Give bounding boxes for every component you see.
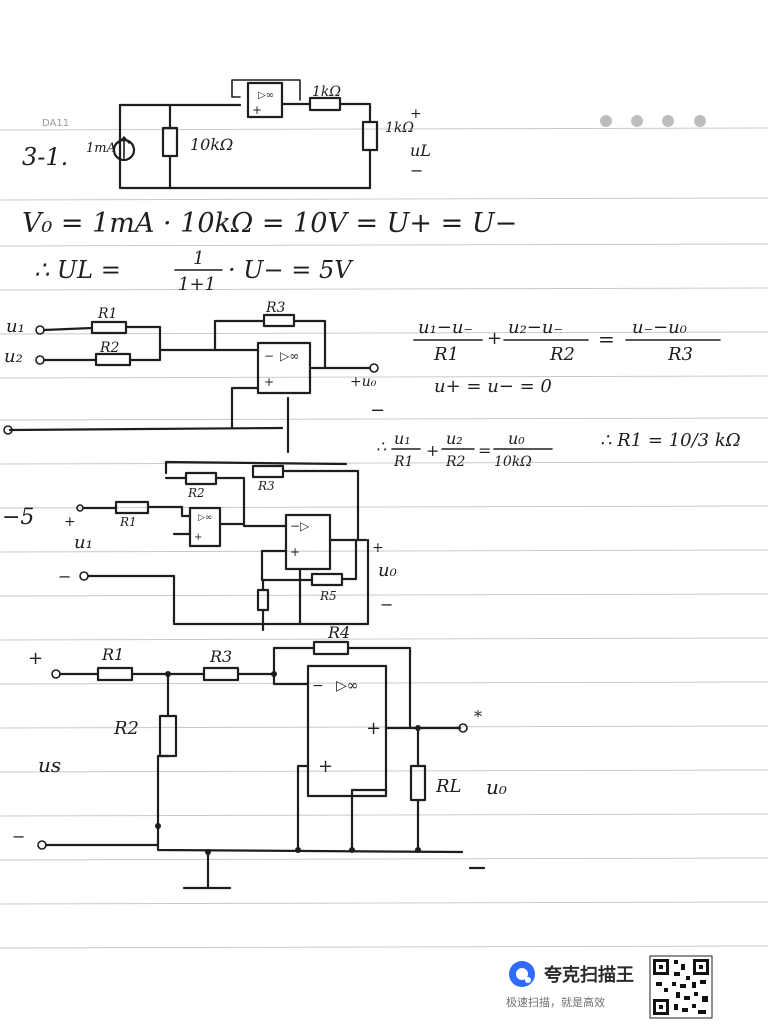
ruled-lines: [0, 127, 768, 949]
problem-1-equations: V₀ = 1mA · 10kΩ = 10V = U+ = U− ∴ UL = 1…: [22, 208, 517, 295]
r1-result: ∴ R1 = 10/3 kΩ: [600, 430, 741, 451]
r3-label: R3: [209, 647, 232, 666]
app-slogan: 极速扫描，就是高效: [506, 995, 605, 1009]
eq-term-2-den: R2: [549, 344, 575, 365]
output-star: *: [474, 707, 482, 726]
input-u1-label: u₁: [74, 532, 93, 553]
output-plus: +: [366, 718, 381, 739]
load-resistor-label: 1kΩ: [385, 120, 414, 136]
simplified-3-num: u₀: [508, 429, 525, 448]
input-minus5-label: −5: [2, 505, 34, 530]
r1-label: R1: [101, 645, 124, 664]
load-plus: +: [410, 106, 422, 122]
r3-label: R3: [265, 300, 286, 316]
svg-text:−: −: [264, 349, 274, 363]
input-minus: −: [12, 827, 25, 846]
r4-label: R4: [327, 623, 350, 642]
problem-2-circuit: u₁ u₂ R1 R2 R3 ▷∞ − + +u₀ −: [3, 300, 385, 454]
current-source-label: 1mA: [86, 141, 116, 156]
eq-term-1-num: u₁−u₋: [418, 317, 473, 338]
input-plus: +: [64, 514, 76, 530]
virtual-ground-eq: u+ = u− = 0: [434, 376, 552, 397]
input-u2-label: u₂: [4, 346, 23, 367]
quark-logo-icon: [509, 961, 535, 987]
ground-minus: −: [370, 400, 385, 421]
problem-1-circuit: 3-1. 1mA 10kΩ ▷∞ + 1kΩ 1kΩ + uL −: [22, 79, 431, 190]
opamp-1-symbol: ▷∞: [198, 513, 212, 523]
eq-term-2-num: u₂−u₋: [508, 317, 563, 338]
output-plus: +: [372, 540, 384, 556]
app-name: 夸克扫描王: [544, 964, 634, 986]
output-label: +u₀: [350, 374, 377, 390]
rl-label: RL: [435, 776, 462, 797]
scanner-watermark: 夸克扫描王 极速扫描，就是高效: [506, 955, 713, 1019]
eq-term-3-den: R3: [667, 344, 693, 365]
svg-text:=: =: [478, 441, 491, 460]
opamp-symbol: ▷∞: [336, 678, 358, 694]
svg-text:−: −: [290, 519, 300, 533]
problem-4-circuit: + − us R1 R3 R2 R4 ▷∞ − + + * RL: [12, 623, 507, 890]
r2-label: R2: [187, 486, 205, 500]
eq-term-1-den: R1: [433, 344, 459, 365]
opamp-1-symbol: ▷∞: [258, 90, 274, 101]
output-minus: −: [380, 595, 393, 614]
simplified-1-den: R1: [393, 454, 413, 470]
equation-2-frac-num: 1: [193, 248, 204, 269]
input-u1-label: u₁: [6, 316, 25, 337]
svg-text:+: +: [194, 532, 202, 543]
equation-2-frac-den: 1+1: [178, 274, 216, 295]
r1-label: R1: [119, 515, 137, 529]
opamp-2-symbol: ▷∞: [280, 349, 299, 363]
binder-holes: [600, 115, 706, 127]
problem-2-equations: u₁−u₋ R1 + u₂−u₋ R2 = u₋−u₀ R3 u+ = u− =…: [376, 317, 741, 470]
problem-3-circuit: −5 + u₁ − R1 ▷∞ + R2 R3 ▷ − + R5: [2, 460, 397, 632]
r2-label: R2: [113, 718, 139, 739]
opamp-plus: +: [318, 756, 333, 777]
source-label: us: [38, 753, 61, 777]
simplified-2-num: u₂: [446, 429, 463, 448]
minus-terminal: −: [58, 567, 71, 586]
input-plus: +: [28, 648, 43, 669]
svg-text:+: +: [426, 441, 439, 460]
output-label: u₀: [378, 560, 397, 581]
equation-1: V₀ = 1mA · 10kΩ = 10V = U+ = U−: [22, 208, 517, 239]
load-voltage-label: uL: [410, 141, 431, 160]
problem-number: 3-1.: [22, 143, 68, 171]
equation-2-lhs: ∴ UL =: [34, 256, 121, 284]
opamp-2-symbol: ▷: [300, 519, 310, 533]
svg-text:+: +: [264, 375, 274, 389]
r1-label: R1: [97, 306, 117, 322]
eq-term-3-num: u₋−u₀: [632, 317, 687, 338]
header-code: DA11: [42, 118, 69, 129]
opamp-minus: −: [312, 678, 324, 694]
qr-code-icon: [649, 955, 713, 1019]
shunt-resistor-label: 10kΩ: [190, 135, 233, 154]
svg-text:+: +: [290, 545, 300, 559]
load-minus: −: [410, 161, 423, 180]
simplified-2-den: R2: [445, 454, 466, 470]
simplified-1-num: u₁: [394, 429, 411, 448]
svg-text:+: +: [252, 103, 262, 117]
r2-label: R2: [99, 340, 120, 356]
equation-2-rhs: · U− = 5V: [228, 256, 354, 284]
eq-plus: +: [487, 328, 502, 349]
r5-label: R5: [319, 589, 337, 603]
series-resistor-label: 1kΩ: [312, 84, 341, 100]
eq-equals: =: [598, 327, 615, 351]
simplified-3-den: 10kΩ: [494, 454, 532, 470]
simplified-prefix: ∴: [376, 437, 387, 456]
r3-label: R3: [257, 479, 275, 493]
output-label: u₀: [486, 775, 507, 799]
